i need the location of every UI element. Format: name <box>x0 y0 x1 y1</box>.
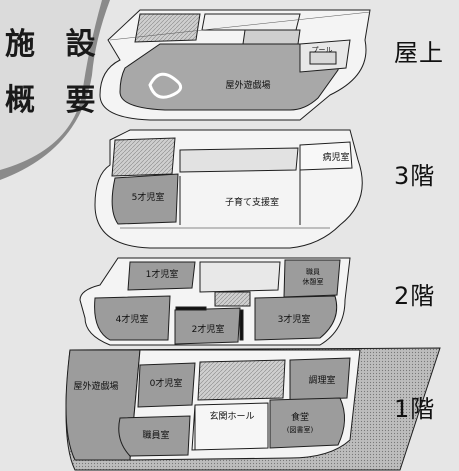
room-2f-age3: 3才児室 <box>277 315 311 325</box>
room-2f-staff-rest-line2: 休憩室 <box>302 278 324 286</box>
title-line2: 概 要 <box>5 83 106 118</box>
floor-third <box>94 129 363 249</box>
room-1f-outdoor-playground: 屋外遊戯場 <box>73 382 119 392</box>
room-3f-childcare-support: 子育て支援室 <box>224 198 280 208</box>
room-3f-sick-child: 病児室 <box>322 153 350 163</box>
room-roof-pool: プール <box>311 46 333 54</box>
room-2f-age2: 2才児室 <box>191 325 225 335</box>
corner-wedge-panel <box>0 0 102 170</box>
floor-label-1f: 1階 <box>394 395 436 423</box>
floor-label-3f: 3階 <box>394 162 436 190</box>
room-3f-age5: 5才児室 <box>131 193 165 203</box>
floor-label-2f: 2階 <box>394 282 436 310</box>
floor-label-roof: 屋上 <box>394 39 444 67</box>
room-2f-age1: 1才児室 <box>145 270 179 280</box>
room-2f-staff-rest-line1: 職員 <box>306 268 320 276</box>
room-1f-age0: 0才児室 <box>149 379 183 389</box>
floor-second <box>79 257 351 346</box>
room-1f-dining-line1: 食堂 <box>290 413 310 423</box>
room-1f-dining-line2: (図書室) <box>286 426 314 434</box>
room-1f-kitchen: 調理室 <box>308 376 336 386</box>
room-2f-age4: 4才児室 <box>115 315 149 325</box>
title-line1: 施 設 <box>5 27 106 62</box>
room-roof-outdoor-playground: 屋外遊戯場 <box>225 81 271 91</box>
room-1f-entrance-hall: 玄関ホール <box>209 412 255 422</box>
floor-roof <box>99 9 371 121</box>
room-1f-staff-room: 職員室 <box>142 431 170 441</box>
floor-first <box>65 347 441 471</box>
